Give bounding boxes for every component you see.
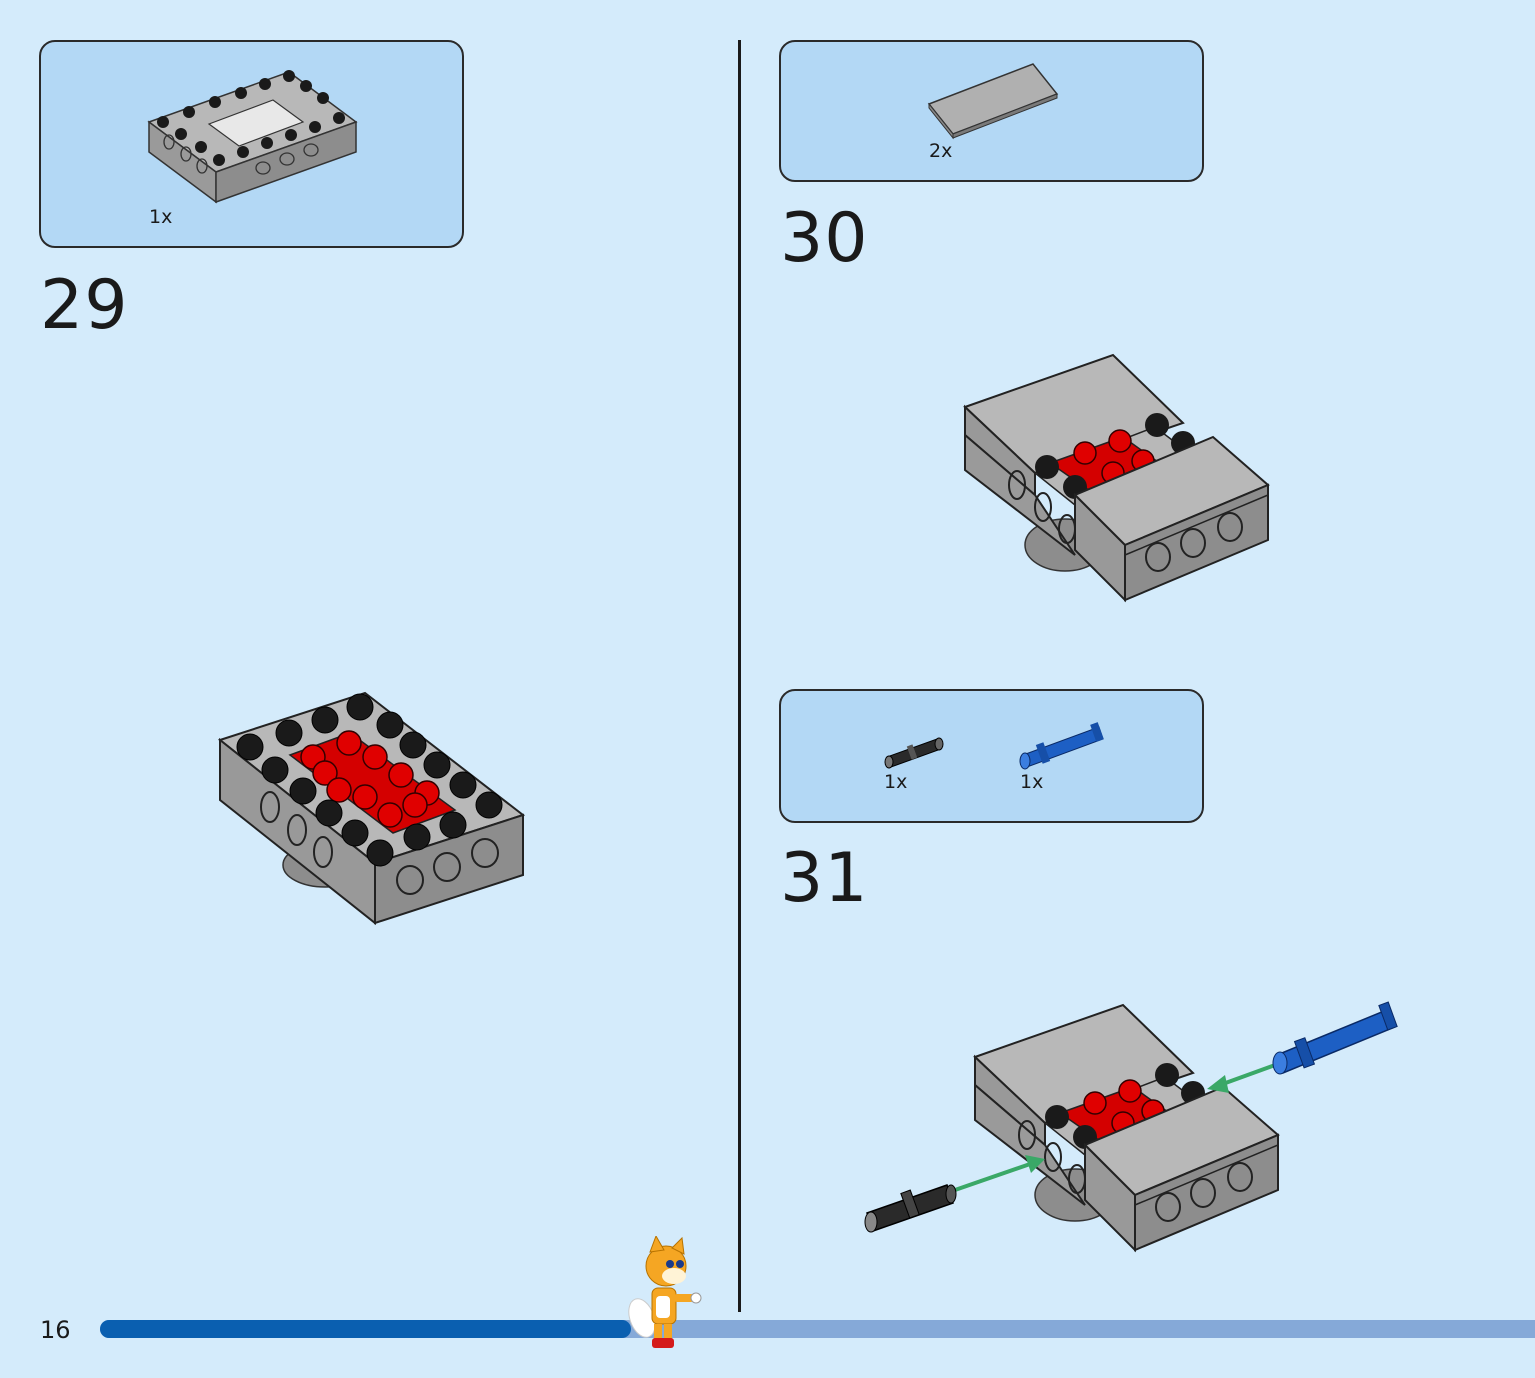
parts-box-step-31: 1x 1x <box>779 689 1204 823</box>
assembly-model-step-30 <box>963 353 1270 603</box>
step-number-30: 30 <box>780 199 869 278</box>
part-quantity: 1x <box>1020 771 1044 793</box>
black-technic-pin-icon <box>864 1184 957 1233</box>
step-number-31: 31 <box>780 839 869 918</box>
page-number: 16 <box>40 1316 71 1344</box>
part-quantity: 2x <box>929 140 953 162</box>
part-quantity: 1x <box>149 206 173 228</box>
assembly-model-step-31 <box>864 1001 1398 1253</box>
blue-technic-axle-pin-icon <box>1019 722 1104 770</box>
insert-arrow-right <box>1207 1063 1276 1093</box>
column-divider <box>738 40 741 1312</box>
part-quantity: 1x <box>884 771 908 793</box>
gray-technic-frame-4x6-icon <box>147 70 358 204</box>
parts-box-step-29: 1x <box>39 40 464 248</box>
parts-box-step-30: 2x <box>779 40 1204 182</box>
step-number-29: 29 <box>40 266 129 345</box>
progress-bar-fill <box>100 1320 631 1338</box>
blue-technic-axle-pin-icon <box>1272 1001 1398 1075</box>
tails-mascot-icon <box>628 1236 702 1348</box>
gray-tile-2x4-icon <box>927 63 1059 140</box>
insert-arrow-left <box>954 1155 1045 1192</box>
black-technic-pin-icon <box>884 737 944 769</box>
assembly-model-step-29 <box>217 691 526 926</box>
parts-icons <box>884 722 1104 770</box>
progress-bar <box>100 1320 1535 1338</box>
